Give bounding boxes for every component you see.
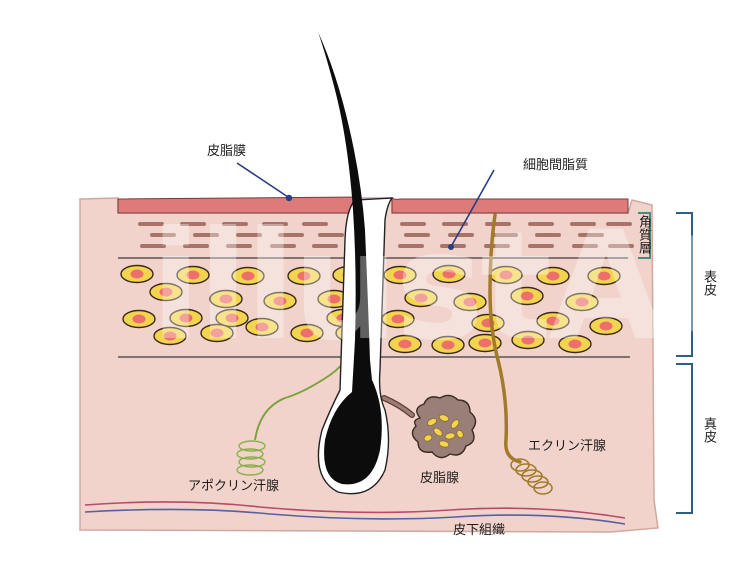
apocrine-gland-coil (236, 440, 266, 476)
epidermal-cell (287, 266, 321, 286)
epidermal-cell (245, 317, 279, 337)
label-sebum-membrane: 皮脂膜 (207, 144, 247, 159)
corneocyte (484, 244, 510, 248)
hair-shaft (318, 32, 382, 485)
corneocyte (606, 222, 632, 226)
corneocyte-flakes (138, 222, 634, 248)
label-eccrine-gland: エクリン汗腺 (528, 439, 607, 454)
epidermal-cell (565, 292, 599, 312)
epidermal-cell (587, 266, 621, 286)
corneocyte (222, 222, 248, 226)
corneocyte (236, 233, 262, 237)
epidermal-cell (536, 311, 570, 331)
corneocyte (578, 233, 604, 237)
label-epidermis: 表皮 (701, 270, 716, 296)
corneocyte (278, 233, 304, 237)
corneocyte (193, 233, 219, 237)
blood-vessel-red (84, 501, 626, 519)
epidermal-cell (510, 286, 544, 306)
epidermal-cell (431, 335, 465, 355)
label-apocrine-gland: アポクリン汗腺 (188, 479, 280, 494)
intercellular-pointer-dot (448, 244, 454, 250)
epidermal-cell (200, 323, 234, 343)
epidermal-cell (558, 334, 592, 354)
epidermal-cell (209, 289, 243, 309)
epidermal-cell (388, 334, 422, 354)
sebaceous-duct-inner (382, 396, 414, 417)
epidermal-cell (317, 289, 351, 309)
epidermal-cells (120, 264, 623, 355)
corneocyte (608, 244, 634, 248)
epidermal-cell (263, 291, 297, 311)
sebum-membrane-left (117, 196, 361, 214)
corneocyte (138, 222, 164, 226)
epidermal-cell (511, 330, 545, 350)
corneocyte (312, 244, 338, 248)
label-sebaceous-gland: 皮脂腺 (420, 471, 460, 486)
epidermal-cell (453, 292, 487, 312)
corneocyte (448, 233, 474, 237)
epidermal-cell (471, 313, 505, 333)
epidermal-cell (489, 265, 523, 285)
corneocyte (400, 222, 426, 226)
eccrine-duct (488, 213, 522, 464)
label-dermis: 真皮 (701, 417, 716, 443)
sebum-pointer-line (236, 162, 289, 198)
corneocyte (398, 244, 424, 248)
corneocyte (140, 244, 166, 248)
epidermal-cell (122, 309, 156, 329)
corneocyte (572, 244, 598, 248)
sebum-membrane-right (391, 197, 629, 214)
dermis-bracket (676, 363, 693, 514)
corneocyte (270, 244, 296, 248)
epidermal-cell (404, 288, 438, 308)
corneocyte (404, 233, 430, 237)
stratum-corneum-bracket (638, 212, 651, 259)
corneocyte (570, 222, 596, 226)
epidermal-cell (432, 264, 466, 284)
epidermal-cell (215, 308, 249, 328)
epidermis-bracket (676, 212, 693, 357)
corneocyte (485, 222, 511, 226)
label-subcutaneous-tissue: 皮下組織 (453, 523, 506, 538)
epidermal-cell (176, 265, 210, 285)
intercellular-pointer-line (451, 169, 495, 246)
epidermal-cell (383, 265, 417, 285)
corneocyte (492, 233, 518, 237)
blood-vessel-blue (84, 508, 626, 525)
corneocyte (180, 222, 206, 226)
corneocyte (302, 222, 328, 226)
sebaceous-gland (411, 394, 477, 459)
corneocyte (150, 233, 176, 237)
eccrine-gland-coil (510, 458, 553, 495)
epidermal-cell (231, 266, 265, 286)
epidermal-cell (381, 309, 415, 329)
corneocyte (528, 222, 554, 226)
corneocyte (318, 233, 344, 237)
corneocyte (528, 244, 554, 248)
epidermal-cell (149, 282, 183, 302)
corneocyte (262, 222, 288, 226)
epidermal-cell (536, 266, 570, 286)
epidermal-cell (290, 323, 324, 343)
corneocyte (226, 244, 252, 248)
sebaceous-gland-cells (423, 414, 464, 448)
corneocyte (442, 222, 468, 226)
epidermal-cell (153, 326, 187, 346)
epidermal-cell (120, 264, 154, 284)
corneocyte (535, 233, 561, 237)
epidermal-cell (169, 308, 203, 328)
corneocyte (183, 244, 209, 248)
sebum-pointer-dot (285, 194, 293, 202)
epidermal-cell (589, 316, 623, 336)
label-intercellular-lipid: 細胞間脂質 (523, 158, 589, 173)
label-stratum-corneum: 角質層 (636, 215, 651, 254)
